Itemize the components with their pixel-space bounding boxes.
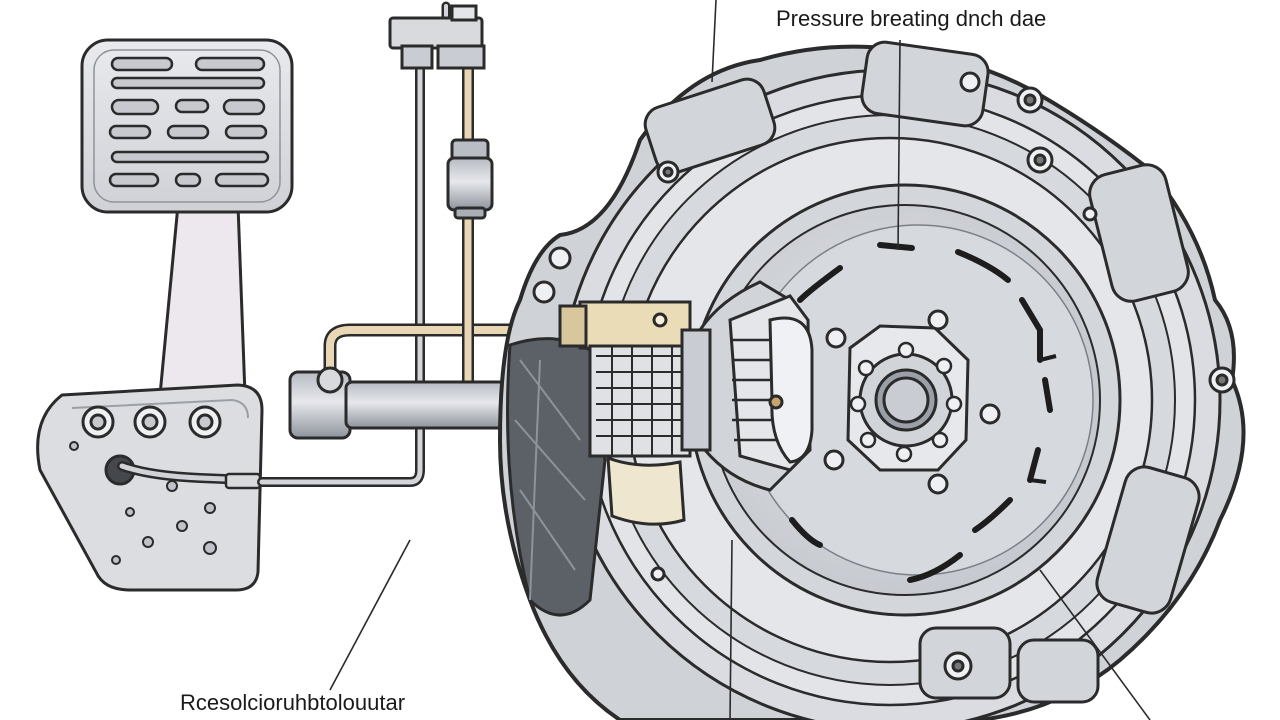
slave-cylinder-icon	[558, 300, 712, 526]
clutch-pedal-icon	[36, 38, 294, 592]
reservoir-fitting	[388, 4, 486, 70]
housing-ears	[643, 40, 1201, 704]
base-plate-bolts	[81, 405, 222, 439]
housing-bolts	[532, 71, 1236, 681]
pedal-arm	[158, 203, 247, 397]
leader-lines	[329, 0, 1151, 720]
release-bearing-icon	[698, 280, 814, 492]
callout-label-release-cylinder: Rcesolcioruhbtolouutar	[180, 690, 406, 715]
inline-damper	[446, 138, 494, 220]
hub	[823, 309, 1001, 495]
callout-label-pressure-plate: Pressure breating dnch dae	[776, 6, 1047, 31]
pedal-pad-grooves	[108, 56, 270, 188]
